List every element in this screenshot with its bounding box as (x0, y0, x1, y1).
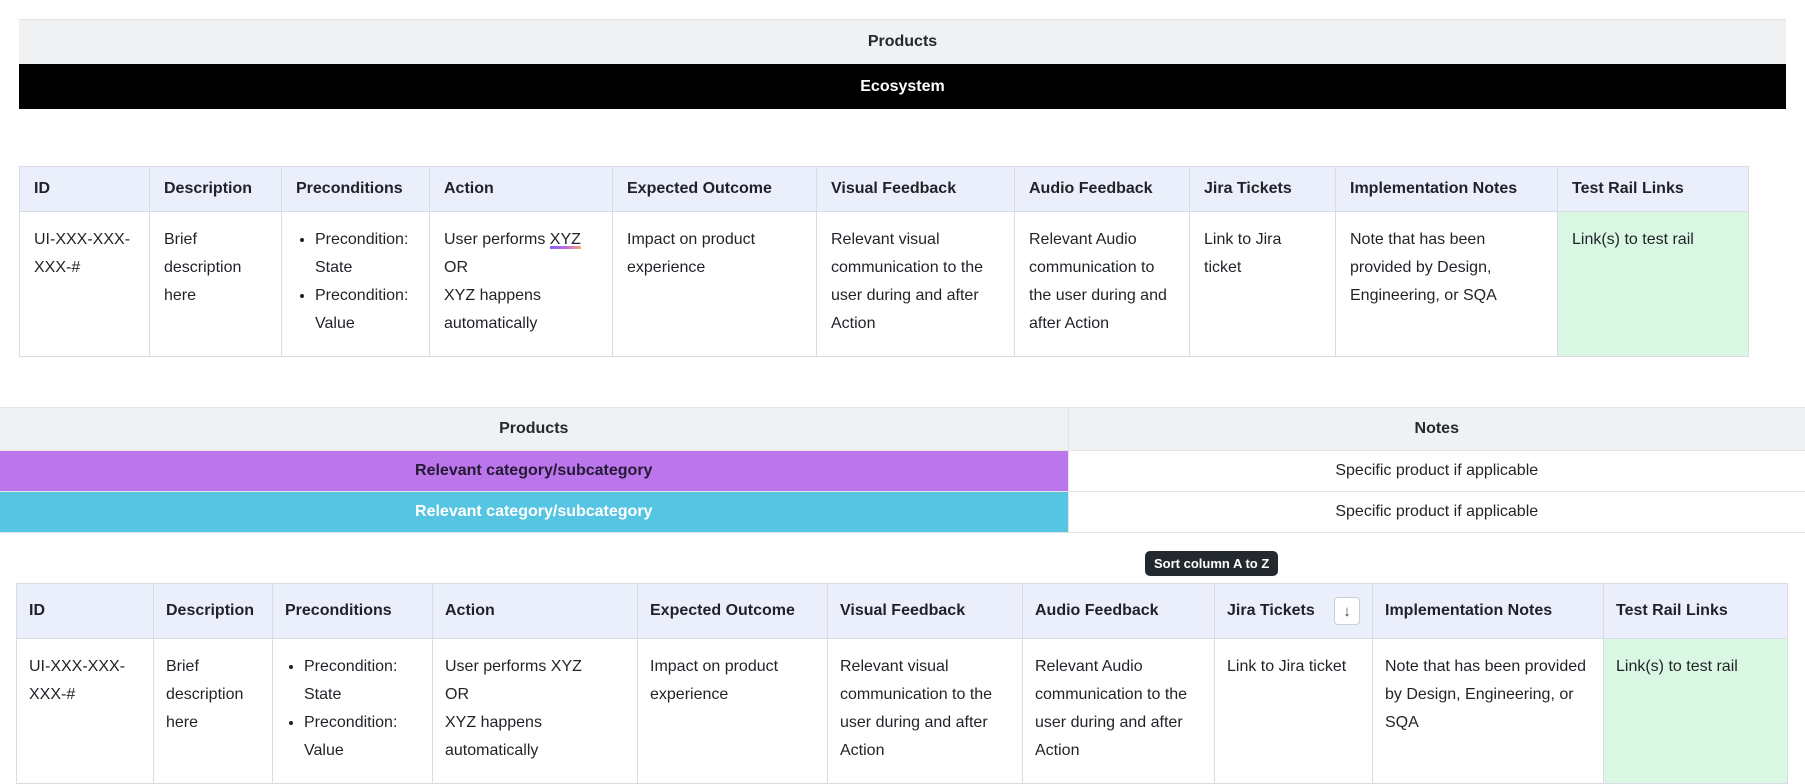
sort-descending-arrow-icon[interactable]: ↓ (1334, 597, 1360, 625)
action-text-auto: XYZ happens automatically (444, 287, 541, 332)
col-header-description[interactable]: Description (149, 166, 282, 212)
cell-id[interactable]: UI-XXX-XXX-XXX-# (16, 638, 154, 784)
products-notes-header-row: Products Notes (0, 407, 1805, 451)
table-row: UI-XXX-XXX-XXX-# Brief description here … (16, 638, 1788, 784)
action-text-auto: XYZ happens automatically (445, 714, 542, 759)
col-header-notes: Notes (1067, 407, 1805, 451)
sort-tooltip: Sort column A to Z (1145, 551, 1279, 576)
cell-action[interactable]: User performs XYZ OR XYZ happens automat… (429, 211, 613, 357)
col-header-description[interactable]: Description (153, 583, 273, 639)
col-header-jira-tickets[interactable]: Jira Tickets (1189, 166, 1336, 212)
cell-jira-tickets[interactable]: Link to Jira ticket (1214, 638, 1373, 784)
col-header-jira-tickets-label: Jira Tickets (1227, 602, 1315, 619)
note-cell-blue[interactable]: Specific product if applicable (1067, 491, 1805, 533)
list-item: Precondition: Value (315, 282, 415, 338)
col-header-test-rail-links[interactable]: Test Rail Links (1557, 166, 1749, 212)
banner-ecosystem: Ecosystem (19, 64, 1786, 109)
col-header-products: Products (0, 407, 1068, 451)
cell-visual-feedback[interactable]: Relevant visual communication to the use… (816, 211, 1015, 357)
category-cell-blue[interactable]: Relevant category/subcategory (0, 491, 1068, 533)
cell-expected-outcome[interactable]: Impact on product experience (637, 638, 828, 784)
col-header-audio-feedback[interactable]: Audio Feedback (1022, 583, 1215, 639)
col-header-preconditions[interactable]: Preconditions (272, 583, 433, 639)
cell-description[interactable]: Brief description here (149, 211, 282, 357)
preconditions-list: Precondition: State Precondition: Value (285, 653, 420, 765)
cell-action[interactable]: User performs XYZ OR XYZ happens automat… (432, 638, 638, 784)
col-header-action[interactable]: Action (429, 166, 613, 212)
test-case-table-two-zone: Sort column A to Z ID Description Precon… (0, 551, 1805, 784)
list-item: Precondition: State (304, 653, 420, 709)
banner-products-label: Products (867, 33, 938, 50)
col-header-expected-outcome[interactable]: Expected Outcome (612, 166, 817, 212)
cell-jira-tickets[interactable]: Link to Jira ticket (1189, 211, 1336, 357)
banner-products: Products (19, 19, 1786, 64)
cell-description[interactable]: Brief description here (153, 638, 273, 784)
cell-preconditions[interactable]: Precondition: State Precondition: Value (272, 638, 433, 784)
action-text-lead: User performs (444, 231, 550, 248)
cell-id[interactable]: UI-XXX-XXX-XXX-# (19, 211, 150, 357)
col-header-jira-tickets[interactable]: Jira Tickets ↓ (1214, 583, 1373, 639)
list-item: Precondition: Value (304, 709, 420, 765)
test-case-table-one: ID Description Preconditions Action Expe… (19, 166, 1749, 357)
cell-audio-feedback[interactable]: Relevant Audio communication to the user… (1022, 638, 1215, 784)
cell-test-rail-links[interactable]: Link(s) to test rail (1557, 211, 1749, 357)
col-header-audio-feedback[interactable]: Audio Feedback (1014, 166, 1190, 212)
products-notes-table-wrapper: Products Notes Relevant category/subcate… (0, 407, 1805, 533)
col-header-implementation-notes[interactable]: Implementation Notes (1335, 166, 1558, 212)
table-row: UI-XXX-XXX-XXX-# Brief description here … (19, 211, 1749, 357)
action-text-lead: User performs (445, 658, 551, 675)
cell-expected-outcome[interactable]: Impact on product experience (612, 211, 817, 357)
preconditions-list: Precondition: State Precondition: Value (296, 226, 415, 338)
action-text-or: OR (445, 686, 469, 703)
products-notes-table: Products Notes Relevant category/subcate… (0, 407, 1805, 533)
col-header-id[interactable]: ID (16, 583, 154, 639)
note-cell-purple[interactable]: Specific product if applicable (1067, 450, 1805, 492)
action-text-xyz-highlighted: XYZ (549, 231, 581, 252)
table-row: Relevant category/subcategory Specific p… (0, 491, 1805, 533)
cell-implementation-notes[interactable]: Note that has been provided by Design, E… (1372, 638, 1604, 784)
cell-implementation-notes[interactable]: Note that has been provided by Design, E… (1335, 211, 1558, 357)
cell-preconditions[interactable]: Precondition: State Precondition: Value (281, 211, 430, 357)
cell-audio-feedback[interactable]: Relevant Audio communication to the user… (1014, 211, 1190, 357)
col-header-preconditions[interactable]: Preconditions (281, 166, 430, 212)
col-header-visual-feedback[interactable]: Visual Feedback (816, 166, 1015, 212)
col-header-test-rail-links[interactable]: Test Rail Links (1603, 583, 1788, 639)
action-text-xyz: XYZ (550, 658, 582, 675)
action-text-or: OR (444, 259, 468, 276)
table-row: Relevant category/subcategory Specific p… (0, 450, 1805, 492)
banner-ecosystem-label: Ecosystem (860, 77, 945, 95)
col-header-action[interactable]: Action (432, 583, 638, 639)
cell-visual-feedback[interactable]: Relevant visual communication to the use… (827, 638, 1023, 784)
test-case-table-one-wrapper: ID Description Preconditions Action Expe… (0, 166, 1805, 357)
list-item: Precondition: State (315, 226, 415, 282)
cell-test-rail-links[interactable]: Link(s) to test rail (1603, 638, 1788, 784)
col-header-expected-outcome[interactable]: Expected Outcome (637, 583, 828, 639)
category-cell-purple[interactable]: Relevant category/subcategory (0, 450, 1068, 492)
col-header-visual-feedback[interactable]: Visual Feedback (827, 583, 1023, 639)
test-case-table-two: ID Description Preconditions Action Expe… (16, 583, 1788, 784)
col-header-implementation-notes[interactable]: Implementation Notes (1372, 583, 1604, 639)
table-two-header-row: ID Description Preconditions Action Expe… (16, 583, 1788, 639)
col-header-id[interactable]: ID (19, 166, 150, 212)
table-one-header-row: ID Description Preconditions Action Expe… (19, 166, 1749, 212)
